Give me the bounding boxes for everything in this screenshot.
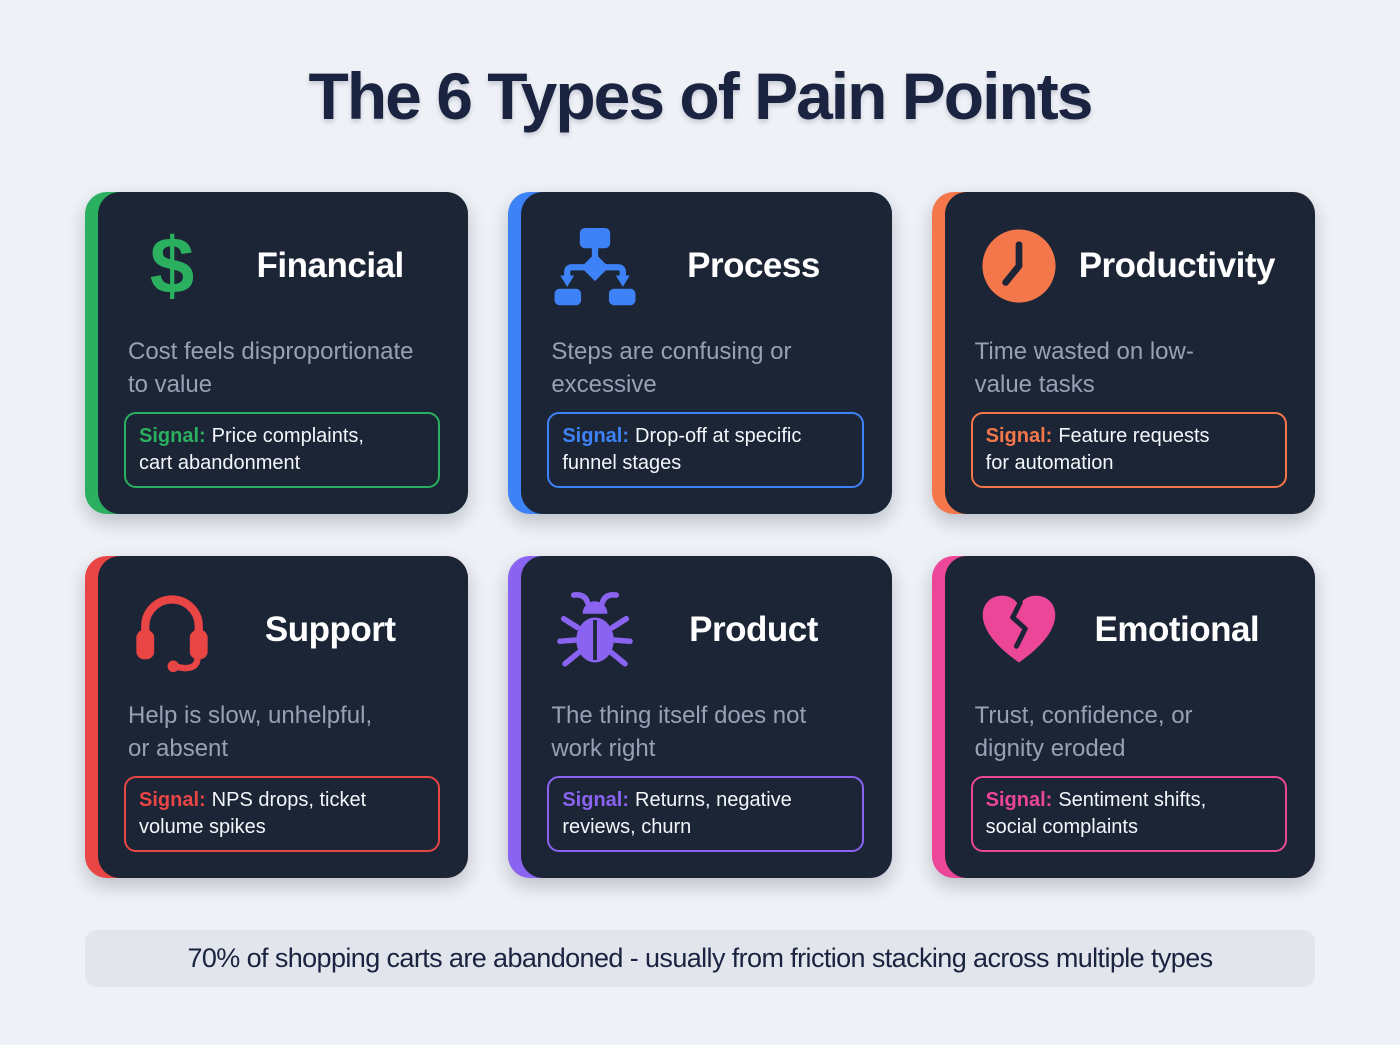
- broken-heart-icon: [971, 582, 1067, 678]
- card-header: $ Financial: [124, 218, 440, 314]
- pain-points-grid: $ Financial Cost feels disproportionate …: [85, 192, 1315, 878]
- card-title: Process: [687, 246, 820, 285]
- pain-card-support: Support Help is slow, unhelpful, or abse…: [85, 556, 469, 878]
- card-body: Productivity Time wasted on low- value t…: [944, 192, 1315, 514]
- card-title: Productivity: [1078, 246, 1276, 285]
- dollar-glyph: $: [149, 221, 195, 310]
- card-title: Financial: [256, 246, 405, 285]
- headset-icon: [124, 582, 220, 678]
- signal-box: Signal:Returns, negative reviews, churn: [547, 776, 864, 852]
- signal-box: Signal:Sentiment shifts, social complain…: [970, 776, 1287, 852]
- signal-box: Signal:Price complaints, cart abandonmen…: [124, 412, 441, 488]
- card-header: Process: [547, 218, 863, 314]
- card-header: Product: [547, 582, 863, 678]
- pain-card-emotional: Emotional Trust, confidence, or dignity …: [931, 556, 1315, 878]
- bug-icon: [547, 582, 643, 678]
- card-title: Product: [689, 610, 818, 649]
- pain-card-product: Product The thing itself does not work r…: [508, 556, 892, 878]
- pain-card-productivity: Productivity Time wasted on low- value t…: [931, 192, 1315, 514]
- card-title: Emotional: [1094, 610, 1260, 649]
- signal-text: Returns, negative reviews, churn: [562, 789, 792, 838]
- signal-text: Drop-off at specific funnel stages: [562, 425, 802, 474]
- card-body: Emotional Trust, confidence, or dignity …: [944, 556, 1315, 878]
- dollar-icon: $: [124, 218, 220, 314]
- card-description: The thing itself does not work right: [551, 702, 807, 762]
- card-description: Steps are confusing or excessive: [551, 338, 792, 398]
- card-description: Help is slow, unhelpful, or absent: [128, 702, 373, 762]
- pain-card-financial: $ Financial Cost feels disproportionate …: [85, 192, 469, 514]
- card-body: Support Help is slow, unhelpful, or abse…: [98, 556, 469, 878]
- footer-banner: 70% of shopping carts are abandoned - us…: [85, 930, 1315, 987]
- clock-icon: [971, 218, 1067, 314]
- card-description: Trust, confidence, or dignity eroded: [974, 702, 1193, 762]
- pain-card-process: Process Steps are confusing or excessive…: [508, 192, 892, 514]
- signal-box: Signal:NPS drops, ticket volume spikes: [124, 776, 441, 852]
- card-header: Support: [124, 582, 440, 678]
- infographic-page: The 6 Types of Pain Points $ Financial C…: [85, 59, 1315, 987]
- signal-label: Signal:: [139, 425, 206, 447]
- signal-box: Signal:Drop-off at specific funnel stage…: [547, 412, 864, 488]
- signal-box: Signal:Feature requests for automation: [970, 412, 1287, 488]
- flowchart-icon: [547, 218, 643, 314]
- signal-label: Signal:: [562, 789, 629, 811]
- signal-label: Signal:: [562, 425, 629, 447]
- card-header: Emotional: [971, 582, 1287, 678]
- signal-text: Sentiment shifts, social complaints: [985, 789, 1207, 838]
- page-title: The 6 Types of Pain Points: [308, 59, 1094, 133]
- card-description: Cost feels disproportionate to value: [128, 338, 414, 398]
- card-body: Product The thing itself does not work r…: [521, 556, 892, 878]
- signal-text: NPS drops, ticket volume spikes: [139, 789, 367, 838]
- card-body: Process Steps are confusing or excessive…: [521, 192, 892, 514]
- signal-label: Signal:: [985, 425, 1053, 447]
- card-body: $ Financial Cost feels disproportionate …: [98, 192, 469, 514]
- card-header: Productivity: [971, 218, 1287, 314]
- card-description: Time wasted on low- value tasks: [974, 338, 1194, 398]
- signal-text: Feature requests for automation: [985, 425, 1210, 474]
- signal-text: Price complaints, cart abandonment: [139, 425, 364, 474]
- signal-label: Signal:: [139, 789, 206, 811]
- card-title: Support: [264, 610, 396, 649]
- signal-label: Signal:: [985, 789, 1053, 811]
